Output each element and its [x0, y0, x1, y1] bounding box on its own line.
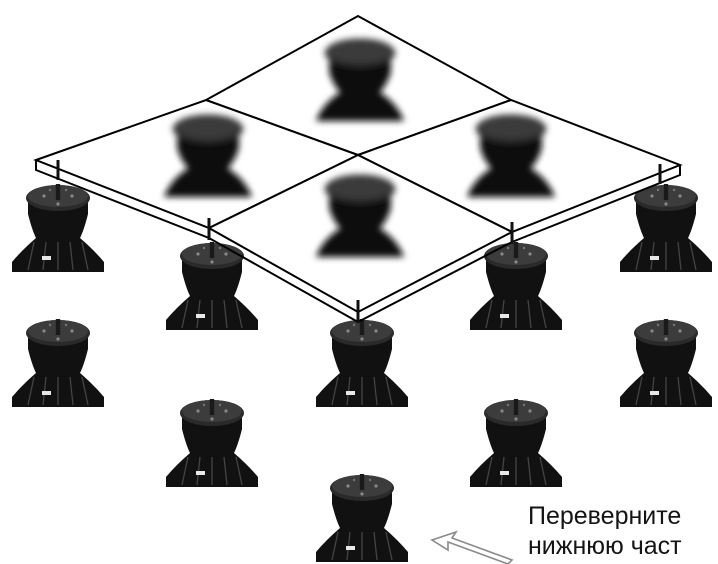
support-posts — [56, 160, 662, 322]
pedestal-support-icon — [619, 183, 713, 273]
pedestal-support-icon — [315, 318, 409, 408]
pedestal-support-icon — [619, 318, 713, 408]
arrow-icon — [430, 530, 514, 564]
pedestal-support-icon — [469, 398, 563, 488]
pedestal-support-icon — [11, 183, 105, 273]
pedestal-support-icon — [315, 473, 409, 563]
pedestal-support-icon — [469, 241, 563, 331]
pedestal-support-icon — [11, 318, 105, 408]
pedestal-support-icon — [165, 398, 259, 488]
caption-line-1: Переверните — [528, 502, 682, 530]
caption-line-2: нижнюю част — [528, 532, 682, 560]
pedestal-support-icon — [165, 241, 259, 331]
